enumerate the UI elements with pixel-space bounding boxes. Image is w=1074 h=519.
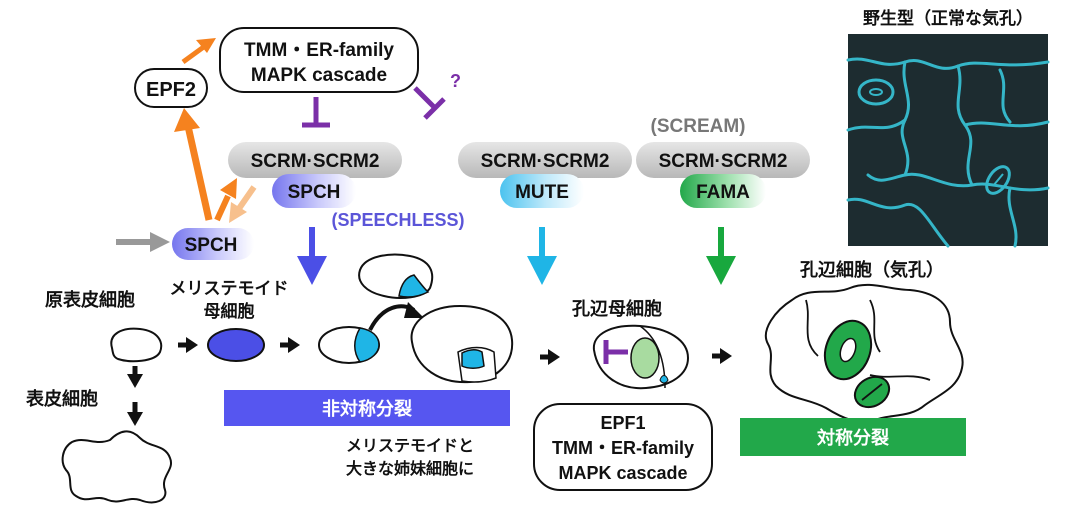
protodermal-cell xyxy=(110,327,163,363)
mmc-label-line2: 母細胞 xyxy=(204,301,255,321)
black-arrow-2 xyxy=(280,337,300,353)
guard-cell-label: 孔辺細胞（気孔） xyxy=(800,259,944,280)
black-arrow-down-1 xyxy=(127,366,143,388)
fama-tf-label: FAMA xyxy=(696,182,750,203)
spch-tf-label: SPCH xyxy=(288,182,341,203)
protodermal-cell-label: 原表皮細胞 xyxy=(45,289,135,310)
amplifying-cell-large xyxy=(410,304,514,384)
epf1-mapk-label: MAPK cascade xyxy=(558,463,687,483)
symmetric-division-bar: 対称分裂 xyxy=(740,418,966,456)
spch-complex: SCRM·SCRM2 SPCH xyxy=(228,142,402,208)
epf1-box: EPF1 TMM・ER-family MAPK cascade xyxy=(533,403,713,491)
inhibition-tmm-to-mute xyxy=(413,86,446,120)
pavement-cell-label: 表皮細胞 xyxy=(26,388,98,409)
spch-scrm-label: SCRM·SCRM2 xyxy=(251,151,380,172)
epf1-label: EPF1 xyxy=(600,413,645,433)
guard-cell-cluster xyxy=(765,283,964,424)
black-arrow-3 xyxy=(540,349,560,365)
black-arrow-down-2 xyxy=(127,402,143,426)
fama-down-arrow xyxy=(706,227,736,285)
spch-small-pill: SPCH xyxy=(172,228,254,260)
gmc-label: 孔辺母細胞 xyxy=(572,298,662,319)
gray-input-arrow xyxy=(116,232,170,252)
dividing-cell xyxy=(318,326,380,364)
mute-down-arrow xyxy=(527,227,557,285)
spch-small-label: SPCH xyxy=(185,235,238,256)
mute-scrm-label: SCRM·SCRM2 xyxy=(481,151,610,172)
mmc-label-line1: メリステモイド xyxy=(170,279,289,298)
wild-type-micrograph xyxy=(846,34,1050,248)
spch-down-arrow xyxy=(297,227,327,285)
scream-label: (SCREAM) xyxy=(651,116,746,137)
tmm-er-mapk-box: TMM・ER-family MAPK cascade xyxy=(219,27,419,93)
amplifying-cell-top xyxy=(358,253,434,299)
mute-complex: SCRM·SCRM2 MUTE xyxy=(458,142,632,208)
black-arrow-1 xyxy=(178,337,198,353)
symmetric-division-label: 対称分裂 xyxy=(816,427,889,448)
question-mark: ? xyxy=(450,71,461,91)
meristemoid-caption-line1: メリステモイドと xyxy=(346,437,474,455)
black-arrow-4 xyxy=(712,348,732,364)
epf1-tmm-label: TMM・ER-family xyxy=(552,438,694,458)
mapk-cascade-label: MAPK cascade xyxy=(251,65,387,86)
pavement-cell xyxy=(61,430,173,504)
fama-scrm-label: SCRM·SCRM2 xyxy=(659,151,788,172)
meristemoid-caption-line2: 大きな姉妹細胞に xyxy=(346,459,474,478)
speechless-label: (SPEECHLESS) xyxy=(331,210,464,230)
tmm-er-family-label: TMM・ER-family xyxy=(244,40,394,61)
asymmetric-division-bar: 非対称分裂 xyxy=(224,390,510,426)
light-orange-arrow xyxy=(229,185,257,223)
fama-complex: SCRM·SCRM2 FAMA xyxy=(636,142,810,208)
orange-arrows xyxy=(174,38,237,222)
meristemoid-mother-cell xyxy=(207,328,265,362)
asymmetric-division-label: 非対称分裂 xyxy=(322,398,412,419)
inhibition-tmm-to-spch xyxy=(302,97,330,128)
micrograph-title: 野生型（正常な気孔） xyxy=(863,8,1033,28)
epf2-box: EPF2 xyxy=(134,68,208,108)
mute-tf-label: MUTE xyxy=(515,182,569,203)
curved-arrow xyxy=(368,302,424,331)
guard-mother-cell xyxy=(592,324,690,390)
epf2-label: EPF2 xyxy=(146,79,196,101)
